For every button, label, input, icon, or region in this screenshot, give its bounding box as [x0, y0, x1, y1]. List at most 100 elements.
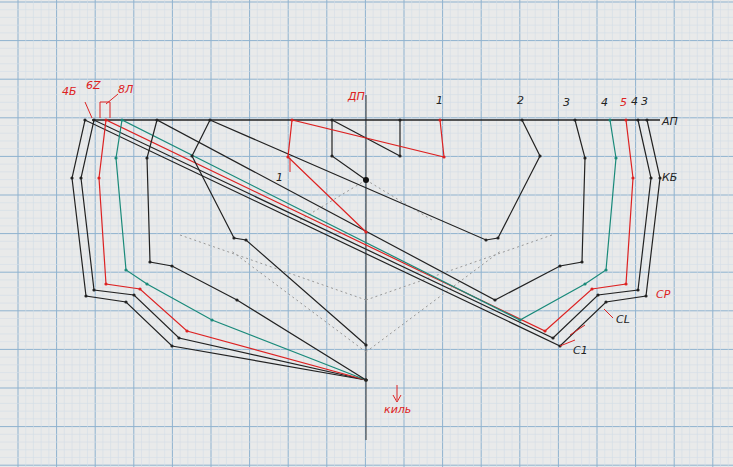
grid-line — [550, 0, 551, 467]
grid-line — [504, 0, 505, 467]
point — [145, 282, 148, 285]
grid-line — [0, 449, 733, 450]
point — [583, 156, 586, 159]
point — [84, 294, 87, 297]
grid-line — [388, 0, 389, 467]
grid-line — [512, 0, 513, 467]
grid-line — [0, 71, 733, 72]
point — [330, 154, 333, 157]
point — [573, 118, 576, 121]
point — [92, 118, 95, 121]
point — [543, 329, 546, 332]
station-label: АП — [662, 116, 678, 127]
station-label: СР — [656, 289, 670, 300]
point — [185, 329, 188, 332]
grid-line — [156, 0, 157, 467]
point — [290, 118, 293, 121]
grid-line — [0, 94, 733, 95]
grid-line — [434, 0, 435, 467]
grid-line — [0, 79, 733, 80]
grid-line — [0, 442, 733, 443]
leader-arrow — [393, 385, 401, 402]
point — [124, 300, 127, 303]
diagonal — [180, 235, 366, 300]
grid-line — [0, 17, 733, 18]
grid-line — [0, 9, 733, 10]
hull-section — [332, 120, 400, 180]
point — [286, 155, 289, 158]
leader-line — [560, 309, 613, 346]
point — [97, 176, 100, 179]
leader-line — [290, 158, 291, 172]
grid-line — [527, 0, 528, 467]
point — [330, 118, 333, 121]
grid-line — [566, 0, 567, 467]
station-label: 5 — [620, 97, 627, 108]
grid-line — [72, 0, 73, 467]
deck-line — [92, 119, 660, 120]
point — [583, 282, 586, 285]
grid-line — [64, 0, 65, 467]
point — [364, 378, 367, 381]
grid-line — [419, 0, 420, 467]
point — [649, 176, 652, 179]
point — [364, 378, 367, 381]
hull-section — [288, 120, 444, 232]
grid-line — [195, 0, 196, 467]
hull-section — [99, 120, 633, 380]
hull-section — [147, 120, 585, 380]
point — [496, 236, 499, 239]
point — [244, 238, 247, 241]
point — [551, 336, 554, 339]
grid-line — [643, 0, 644, 467]
grid-line — [697, 0, 698, 467]
point — [120, 118, 123, 121]
point — [235, 298, 238, 301]
hull-section — [192, 120, 540, 345]
point — [596, 293, 599, 296]
grid-line — [627, 0, 628, 467]
station-label: 8Л — [118, 84, 133, 95]
grid-line — [473, 0, 474, 467]
grid-line — [0, 86, 733, 87]
point — [398, 118, 401, 121]
point — [148, 260, 151, 263]
station-label: ДП — [348, 91, 365, 102]
grid-line — [0, 56, 733, 57]
grid-line — [311, 0, 312, 467]
point — [138, 287, 141, 290]
grid-line — [257, 0, 258, 467]
grid-line — [488, 0, 489, 467]
grid-line — [110, 0, 111, 467]
grid-line — [25, 0, 26, 467]
point — [590, 287, 593, 290]
point — [132, 293, 135, 296]
grid-line — [612, 0, 613, 467]
grid-line — [535, 0, 536, 467]
point — [83, 118, 86, 121]
hull-section — [116, 120, 616, 380]
grid-line — [0, 40, 733, 41]
hull-section — [81, 120, 651, 380]
grid-line — [728, 0, 729, 467]
station-label: 4Б — [62, 86, 77, 97]
point — [145, 156, 148, 159]
grid-line — [681, 0, 682, 467]
grid-line — [164, 0, 165, 467]
grid-line — [465, 0, 466, 467]
grid-line — [265, 0, 266, 467]
point — [484, 238, 487, 241]
point — [124, 268, 127, 271]
station-label: 3 — [563, 97, 570, 108]
station-label: 4 — [631, 96, 638, 107]
grid-line — [319, 0, 320, 467]
centre-line — [366, 95, 367, 440]
point — [580, 260, 583, 263]
point — [190, 154, 193, 157]
point — [631, 176, 634, 179]
point — [208, 118, 211, 121]
grid-line — [450, 0, 451, 467]
grid-line — [234, 0, 235, 467]
grid-line — [411, 0, 412, 467]
point — [442, 155, 445, 158]
